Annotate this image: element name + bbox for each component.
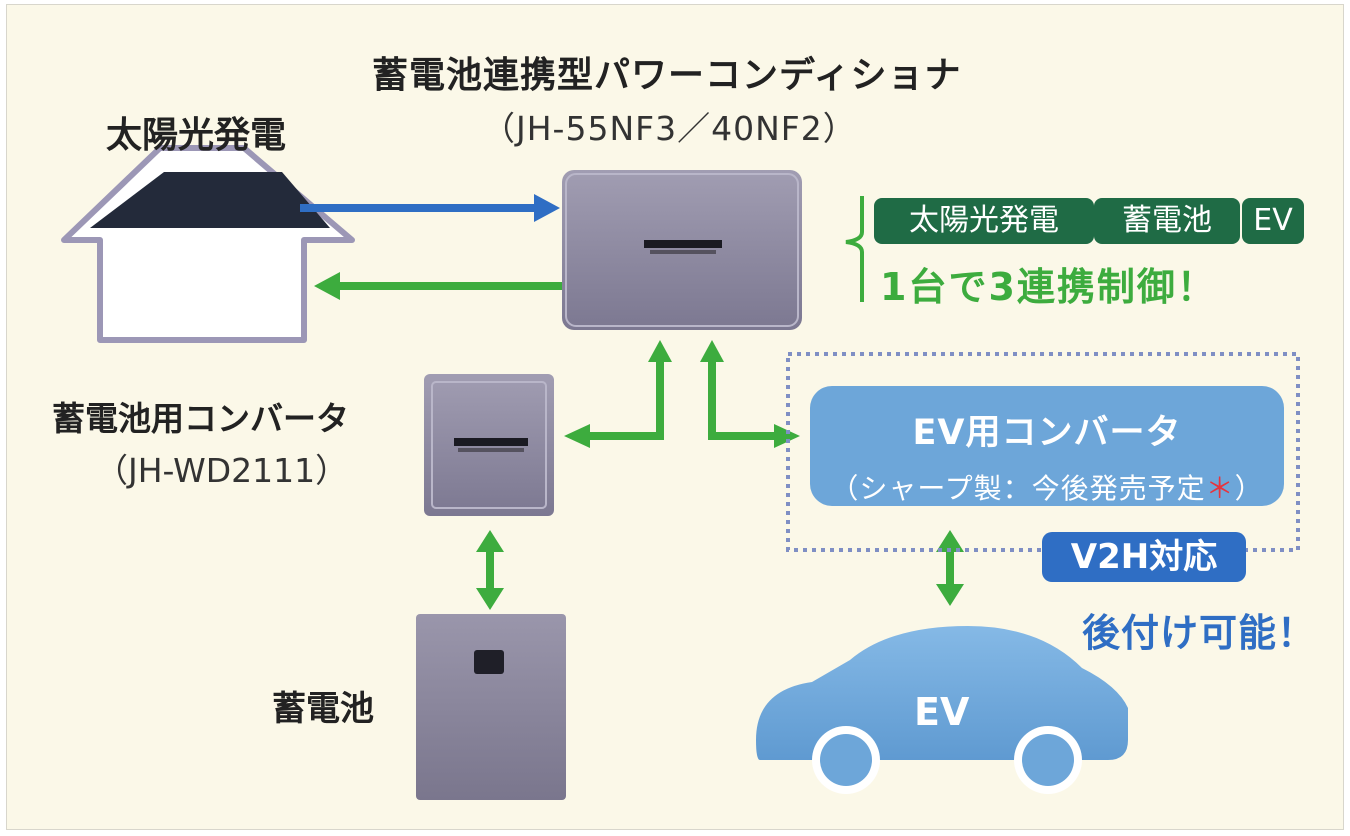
pcs-model: （JH-55NF3／40NF2）	[482, 109, 857, 148]
arrow-ev-converter-ev	[936, 530, 964, 606]
control-text: 1台で3連携制御！	[880, 265, 1217, 309]
battery-label: 蓄電池	[272, 689, 374, 729]
v2h-badge: V2H対応	[1042, 532, 1246, 582]
ev-label: EV	[914, 690, 970, 734]
battery-converter-model: （JH-WD2111）	[95, 451, 349, 490]
asterisk-mark: ＊	[1205, 472, 1235, 505]
ev-converter-close: ）	[1234, 472, 1264, 505]
arrow-solar-to-pcs	[300, 194, 560, 222]
solar-panel-icon	[90, 172, 330, 228]
arrow-pcs-ev-converter	[700, 340, 800, 448]
ev-converter-dashed-area	[786, 352, 1300, 552]
ev-converter-box: EV用コンバータ （シャープ製：今後発売予定＊）	[810, 386, 1284, 506]
house-icon	[61, 145, 355, 343]
brace-icon	[845, 196, 864, 302]
power-conditioner-icon	[562, 170, 802, 330]
storage-battery-icon	[416, 614, 566, 800]
battery-converter-icon	[424, 374, 554, 516]
tag-solar: 太陽光発電	[874, 198, 1094, 244]
ev-converter-title: EV用コンバータ	[912, 413, 1182, 453]
retrofit-text: 後付け可能！	[1082, 611, 1317, 655]
ev-car-icon	[756, 626, 1128, 794]
battery-converter-label: 蓄電池用コンバータ	[52, 399, 349, 438]
arrow-converter-battery	[476, 530, 504, 610]
tag-battery: 蓄電池	[1094, 198, 1240, 244]
ev-converter-subtitle: （シャープ製：今後発売予定＊）	[810, 467, 1284, 507]
solar-label: 太陽光発電	[106, 115, 287, 156]
arrow-pcs-to-house	[314, 272, 562, 300]
arrow-pcs-battery-converter	[564, 340, 672, 448]
pcs-title: 蓄電池連携型パワーコンディショナ	[372, 55, 962, 96]
tag-ev: EV	[1242, 198, 1304, 244]
ev-converter-note: （シャープ製：今後発売予定	[830, 472, 1206, 505]
